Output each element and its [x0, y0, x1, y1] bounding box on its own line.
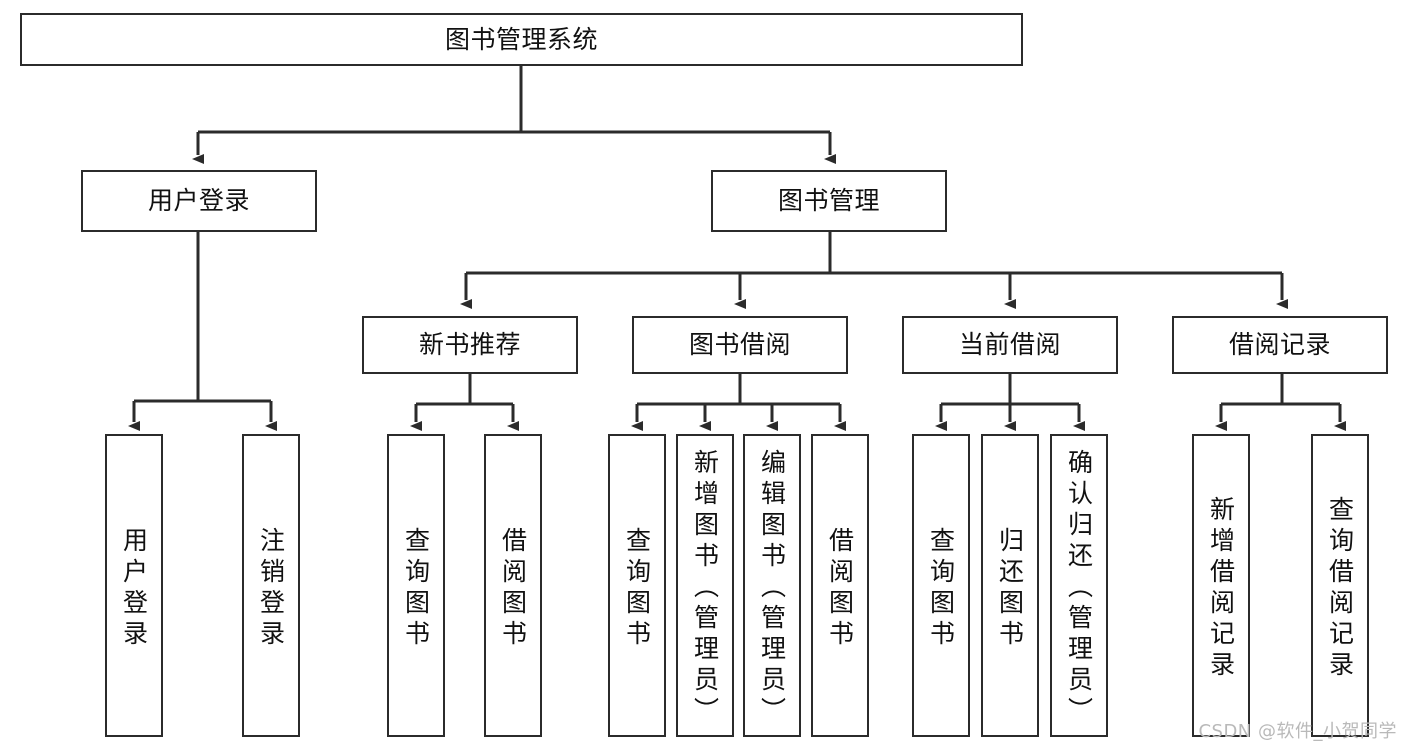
- leaf-confirm-return-admin[interactable]: 确认归还（管理员）: [1050, 434, 1108, 737]
- node-label: 用户登录: [147, 186, 250, 216]
- leaf-borrow-book[interactable]: 借阅图书: [811, 434, 869, 737]
- node-label: 查询图书: [401, 526, 431, 651]
- node-borrow-records[interactable]: 借阅记录: [1172, 316, 1388, 374]
- node-label: 图书借阅: [688, 330, 791, 360]
- leaf-query-book-current[interactable]: 查询图书: [912, 434, 970, 737]
- node-label: 借阅记录: [1228, 330, 1331, 360]
- node-current-borrow[interactable]: 当前借阅: [902, 316, 1118, 374]
- node-label: 归还图书: [995, 526, 1025, 651]
- leaf-user-login[interactable]: 用户登录: [105, 434, 163, 737]
- csdn-watermark: CSDN @软件_小贺同学: [1198, 721, 1397, 742]
- node-label: 图书管理系统: [444, 24, 598, 54]
- leaf-add-book-admin[interactable]: 新增图书（管理员）: [676, 434, 734, 737]
- node-label: 当前借阅: [958, 330, 1061, 360]
- node-label: 注销登录: [256, 526, 286, 651]
- node-label: 新书推荐: [418, 330, 521, 360]
- node-new-book-recommend[interactable]: 新书推荐: [362, 316, 578, 374]
- node-label: 新增借阅记录: [1206, 495, 1236, 682]
- leaf-logout[interactable]: 注销登录: [242, 434, 300, 737]
- node-book-borrow[interactable]: 图书借阅: [632, 316, 848, 374]
- node-label: 图书管理: [777, 186, 880, 216]
- node-label: 编辑图书（管理员）: [757, 449, 787, 728]
- node-label: 用户登录: [119, 526, 149, 651]
- leaf-query-borrow-record[interactable]: 查询借阅记录: [1311, 434, 1369, 737]
- node-book-management[interactable]: 图书管理: [711, 170, 947, 232]
- node-label: 借阅图书: [498, 526, 528, 651]
- node-label: 查询借阅记录: [1325, 495, 1355, 682]
- node-label: 确认归还（管理员）: [1064, 449, 1094, 728]
- leaf-query-book-new[interactable]: 查询图书: [387, 434, 445, 737]
- node-label: 新增图书（管理员）: [690, 449, 720, 728]
- node-user-login[interactable]: 用户登录: [81, 170, 317, 232]
- node-root[interactable]: 图书管理系统: [20, 13, 1023, 66]
- node-label: 借阅图书: [825, 526, 855, 651]
- leaf-query-book-borrow[interactable]: 查询图书: [608, 434, 666, 737]
- leaf-return-book[interactable]: 归还图书: [981, 434, 1039, 737]
- leaf-borrow-book-new[interactable]: 借阅图书: [484, 434, 542, 737]
- leaf-edit-book-admin[interactable]: 编辑图书（管理员）: [743, 434, 801, 737]
- node-label: 查询图书: [926, 526, 956, 651]
- node-label: 查询图书: [622, 526, 652, 651]
- leaf-add-borrow-record[interactable]: 新增借阅记录: [1192, 434, 1250, 737]
